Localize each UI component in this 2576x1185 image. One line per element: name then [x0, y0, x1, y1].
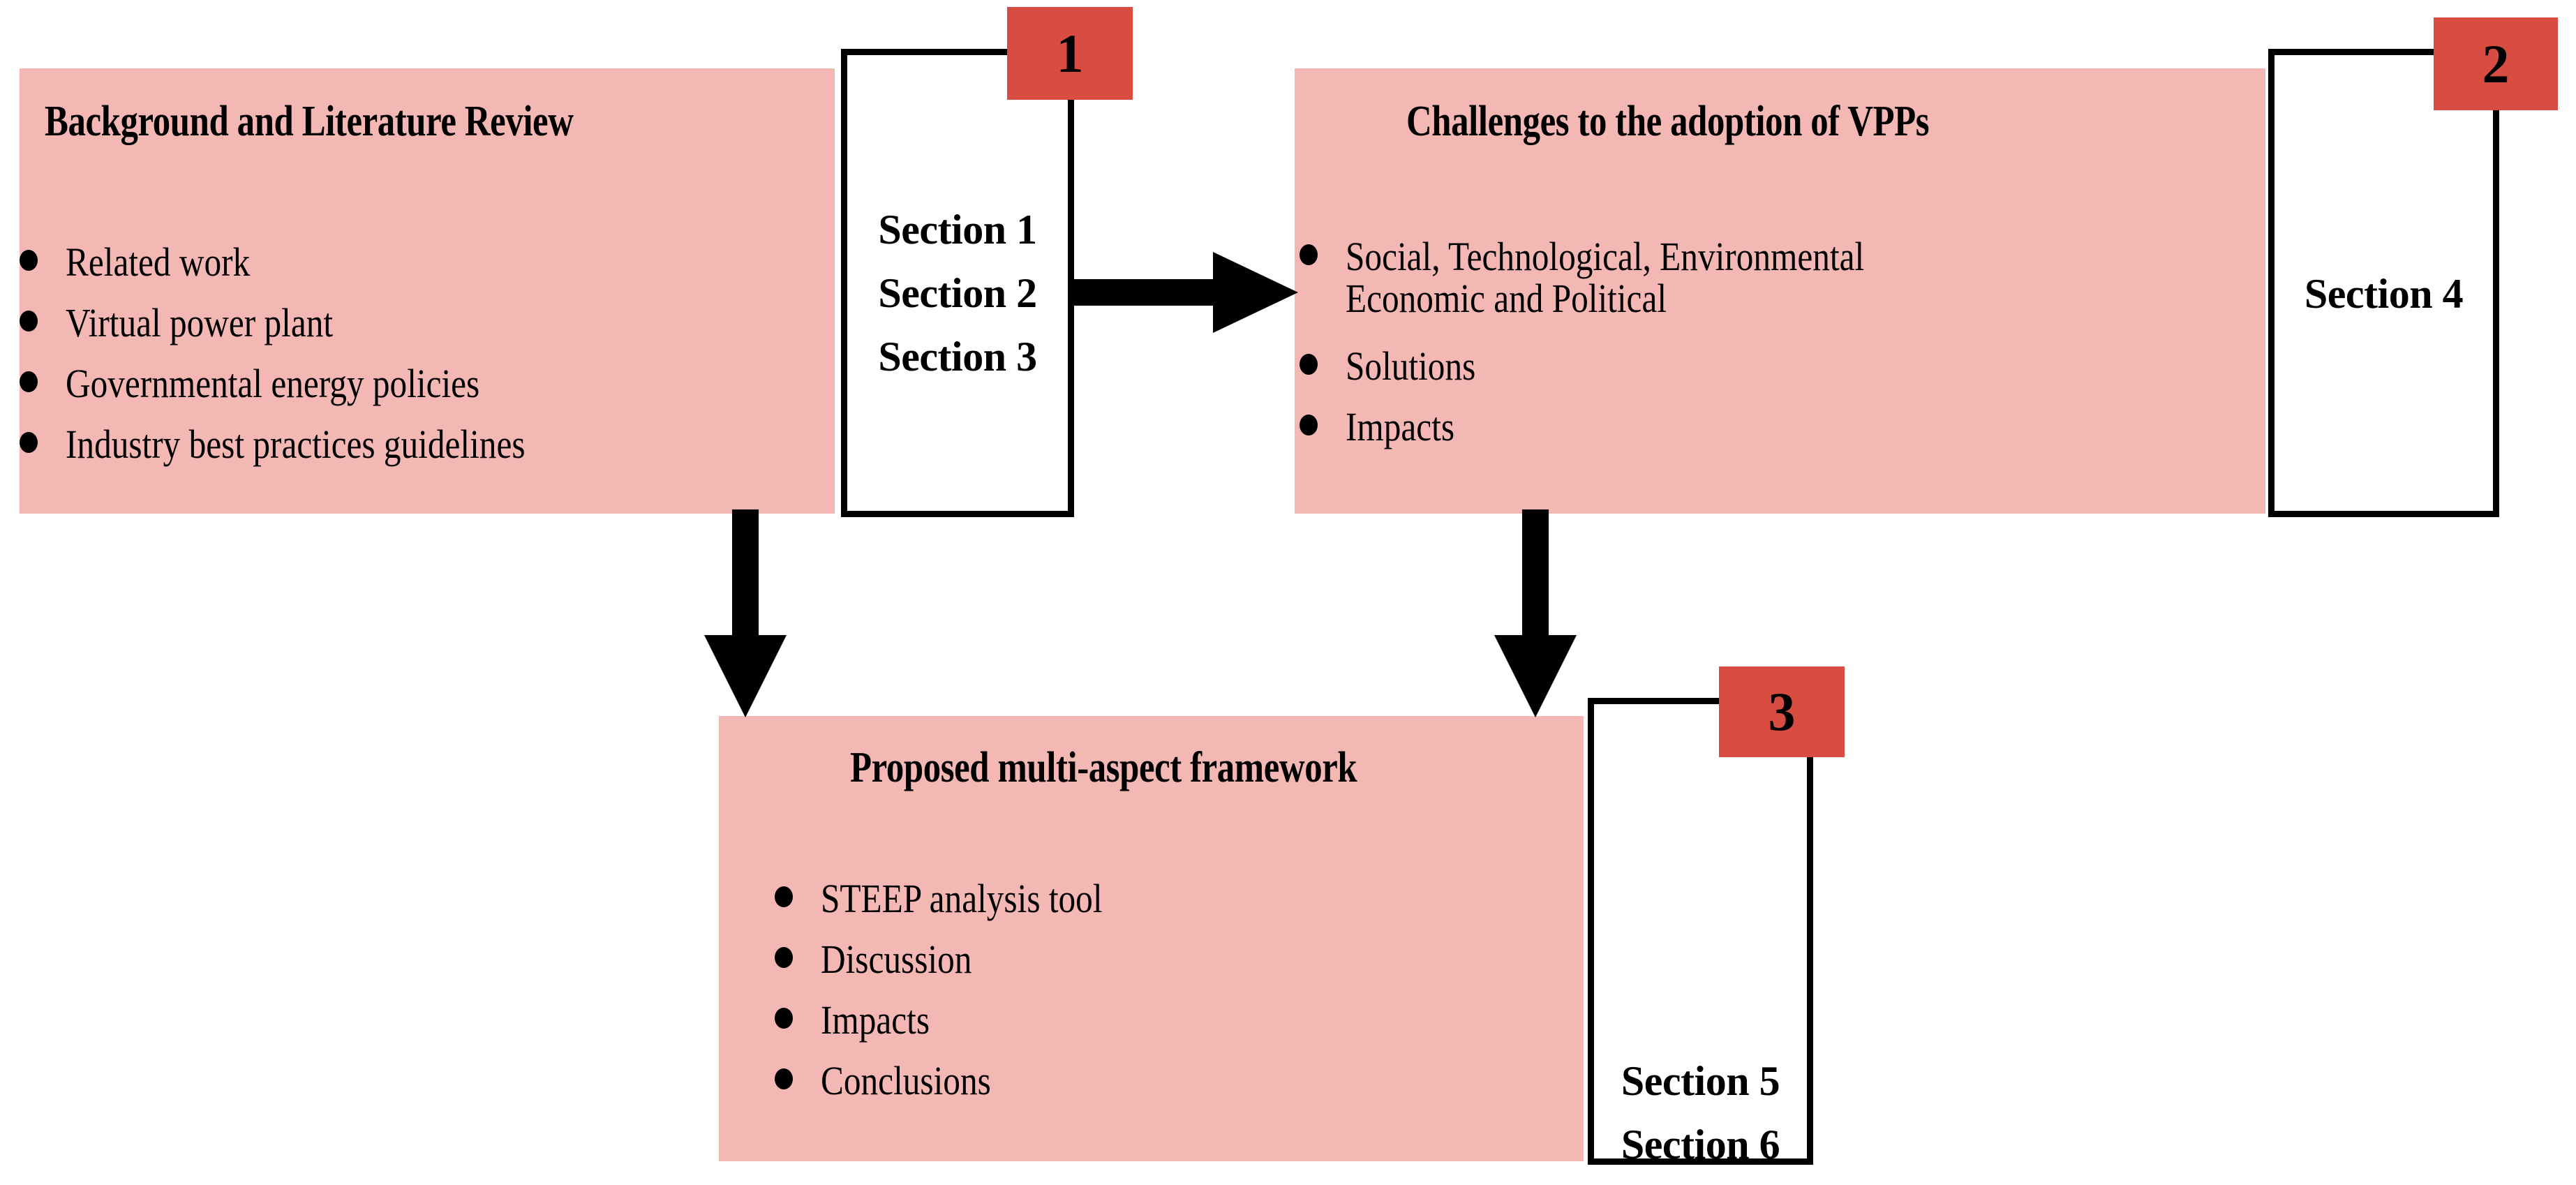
list-item: Impacts	[1300, 406, 2263, 448]
list-item-label: Conclusions	[821, 1058, 991, 1103]
list-item: Industry best practices guidelines	[20, 424, 829, 465]
node-framework-section-labels: Section 5 Section 6	[1621, 1058, 1780, 1168]
node-challenges-title: Challenges to the adoption of VPPs	[1406, 98, 1930, 145]
arrow-shaft	[1522, 509, 1549, 639]
list-item: Governmental energy policies	[20, 363, 829, 405]
bullet-dot-icon	[775, 886, 793, 907]
node-challenges-panel: Challenges to the adoption of VPPs Socia…	[1295, 68, 2265, 514]
arrow-shaft	[1068, 279, 1218, 306]
bullet-dot-icon	[775, 1068, 793, 1089]
list-item-label: Social, Technological, Environmental Eco…	[1346, 234, 1865, 321]
node-framework-panel: Proposed multi-aspect framework STEEP an…	[719, 716, 1584, 1161]
node-framework-title: Proposed multi-aspect framework	[850, 744, 1357, 791]
node-challenges-badge: 2	[2434, 17, 2558, 110]
list-item-label: Industry best practices guidelines	[66, 422, 526, 467]
list-item: Conclusions	[775, 1060, 1577, 1102]
list-item: Social, Technological, Environmental Eco…	[1300, 236, 2263, 319]
list-item-label: Impacts	[1346, 404, 1455, 449]
node-background-section-labels: Section 1 Section 2 Section 3	[878, 207, 1037, 380]
arrow-head-icon	[1213, 252, 1298, 333]
arrow-shaft	[732, 509, 759, 639]
bullet-dot-icon	[1300, 415, 1318, 435]
list-item-label: Solutions	[1346, 343, 1476, 389]
arrow-head-icon	[704, 635, 787, 717]
node-challenges-section-box: Section 4	[2268, 49, 2499, 517]
list-item: Impacts	[775, 999, 1577, 1041]
bullet-dot-icon	[20, 371, 38, 392]
list-item: Solutions	[1300, 345, 2263, 387]
bullet-dot-icon	[1300, 244, 1318, 265]
bullet-dot-icon	[775, 947, 793, 968]
arrow-head-icon	[1494, 635, 1577, 717]
list-item: STEEP analysis tool	[775, 878, 1577, 920]
list-item-label: Impacts	[821, 997, 930, 1043]
list-item: Virtual power plant	[20, 302, 829, 344]
list-item-label: STEEP analysis tool	[821, 876, 1103, 921]
bullet-dot-icon	[20, 311, 38, 331]
node-framework-badge: 3	[1719, 666, 1845, 757]
list-item-label: Governmental energy policies	[66, 361, 480, 406]
list-item: Related work	[20, 241, 829, 283]
node-challenges-section-labels: Section 4	[2304, 271, 2464, 317]
badge-number: 2	[2482, 33, 2510, 94]
bullet-dot-icon	[20, 250, 38, 271]
node-background-section-box: Section 1 Section 2 Section 3	[841, 49, 1074, 517]
list-item-label: Related work	[66, 239, 251, 285]
badge-number: 3	[1768, 681, 1796, 742]
list-item: Discussion	[775, 939, 1577, 981]
node-framework-section-box: Section 5 Section 6	[1588, 698, 1813, 1168]
node-background-badge: 1	[1007, 7, 1133, 100]
bullet-dot-icon	[1300, 354, 1318, 375]
list-item-label: Discussion	[821, 937, 972, 982]
badge-number: 1	[1056, 22, 1084, 84]
node-background-title: Background and Literature Review	[45, 98, 574, 145]
list-item-label: Virtual power plant	[66, 300, 334, 345]
bullet-dot-icon	[20, 432, 38, 453]
node-background-panel: Background and Literature Review Related…	[20, 68, 835, 514]
bullet-dot-icon	[775, 1008, 793, 1029]
